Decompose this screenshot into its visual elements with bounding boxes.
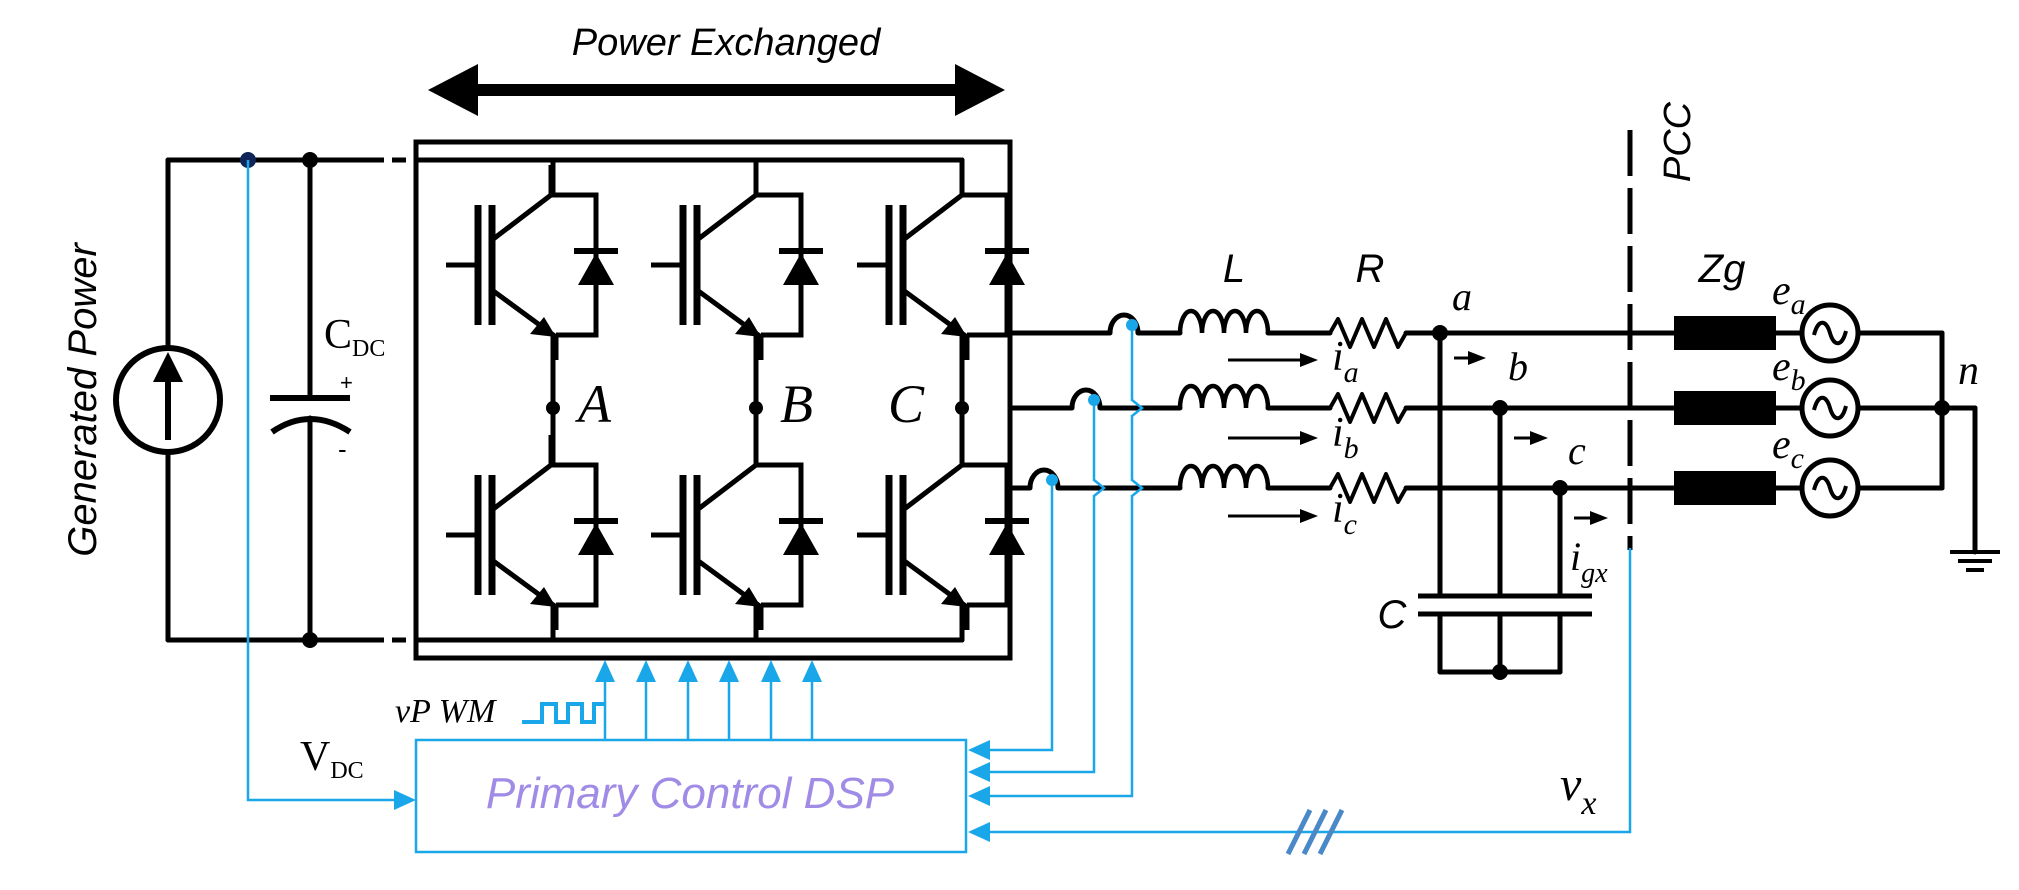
grid-source-a xyxy=(1802,305,1858,361)
grid-source-c xyxy=(1802,460,1858,516)
phase-line-c xyxy=(1007,466,1863,504)
grid-node-a: a xyxy=(1452,274,1472,319)
source-label-a: ea xyxy=(1772,268,1806,321)
grid-node-c: c xyxy=(1568,428,1586,473)
igbt-lower-b xyxy=(651,435,823,630)
controller-box xyxy=(414,738,968,854)
current-label-c: ic xyxy=(1332,486,1357,541)
inductor-label: L xyxy=(1223,247,1245,291)
source-label-c: ec xyxy=(1772,422,1804,475)
inverter-bridge xyxy=(413,139,1013,661)
grid-impedance-b xyxy=(1674,391,1776,425)
igbt-lower-c xyxy=(857,435,1029,630)
generated-power-label: Generated Power xyxy=(61,242,105,557)
current-label-b: ib xyxy=(1332,410,1359,465)
current-label-a: ia xyxy=(1332,334,1359,389)
grid-impedance-c xyxy=(1674,471,1776,505)
neutral-bus xyxy=(1855,330,1978,555)
vdc-sense-signal xyxy=(246,160,416,810)
igbt-upper-c xyxy=(857,165,1029,360)
source-label-b: eb xyxy=(1772,344,1806,397)
filter-capacitors xyxy=(1418,325,1592,680)
cdc-label: CDC xyxy=(324,312,385,362)
grid-source-b xyxy=(1802,380,1858,436)
power-exchanged-label: Power Exchanged xyxy=(572,22,882,64)
vx-label: vx xyxy=(1560,758,1596,822)
power-flow-arrow xyxy=(428,64,1005,116)
current-sense-signals xyxy=(968,319,1145,806)
grid-impedance-a xyxy=(1674,316,1776,350)
grid-impedance-label: Zg xyxy=(1698,247,1746,291)
filter-capacitor-label: C xyxy=(1378,593,1408,637)
grid-current-label: igx xyxy=(1570,534,1608,589)
dc-link-capacitor: + - xyxy=(270,157,353,643)
current-arrow-a xyxy=(1226,351,1320,369)
pwm-label: vP WM xyxy=(395,693,497,730)
resistor-label: R xyxy=(1356,247,1385,291)
node-b-label: B xyxy=(780,374,813,434)
node-a-label: A xyxy=(575,374,612,434)
voltage-sense-signal xyxy=(968,548,1632,856)
pwm-gate-signals xyxy=(522,660,822,740)
current-source xyxy=(113,345,223,455)
vdc-label: VDC xyxy=(300,734,364,784)
pcc-label: PCC xyxy=(1657,101,1699,182)
igbt-upper-a xyxy=(446,165,618,360)
node-c-label: C xyxy=(888,374,925,434)
controller-label: Primary Control DSP xyxy=(486,769,895,818)
svg-text:+: + xyxy=(340,370,353,395)
current-arrow-c xyxy=(1226,507,1320,525)
igbt-upper-b xyxy=(651,165,823,360)
neutral-label: n xyxy=(1958,348,1979,394)
ground-icon xyxy=(1950,550,2000,572)
phase-line-a xyxy=(1007,311,1863,349)
igbt-lower-a xyxy=(446,435,618,630)
svg-text:-: - xyxy=(338,434,347,464)
current-arrow-b xyxy=(1226,429,1320,447)
grid-node-b: b xyxy=(1508,344,1528,389)
